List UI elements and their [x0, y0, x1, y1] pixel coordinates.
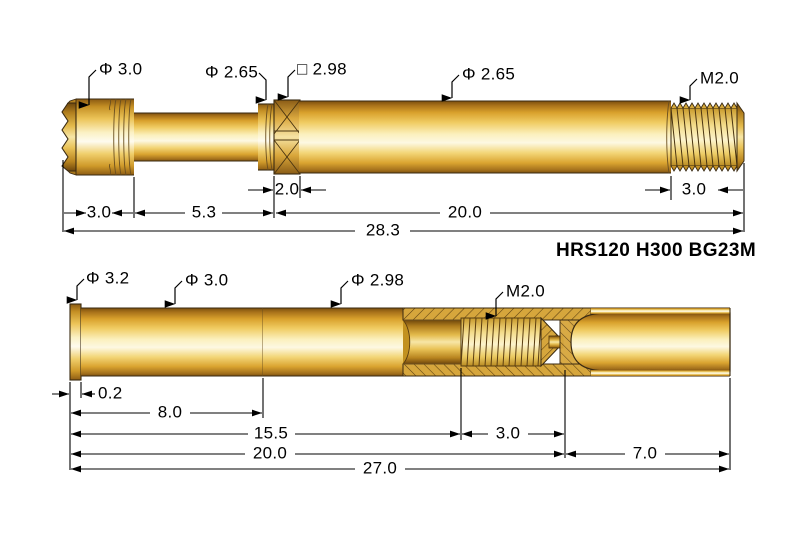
upper-callout-phi265-left: Φ 2.65: [205, 62, 267, 104]
callout-label: M2.0: [700, 68, 739, 87]
plunger-square-knurl: [273, 99, 301, 175]
receptacle-barrel-section-2: [263, 307, 403, 377]
lower-callout-phi30: Φ 3.0: [164, 270, 228, 308]
lower-dim-3-0[interactable]: 3.0: [461, 423, 565, 442]
lower-dim-7-0[interactable]: 7.0: [565, 443, 730, 462]
dim-value: 15.5: [254, 423, 288, 442]
receptacle-barrel-section-1: [81, 307, 264, 377]
plunger-body: [299, 100, 671, 174]
dim-value: 28.3: [366, 220, 400, 239]
plunger-head: [76, 98, 134, 176]
upper-dim-20-0[interactable]: 20.0: [275, 202, 744, 221]
callout-label: Φ 3.2: [86, 268, 129, 287]
dim-value: 20.0: [253, 443, 287, 462]
dim-value: 3.0: [87, 202, 112, 221]
dim-value: 8.0: [158, 402, 183, 421]
lower-extension-lines: [69, 368, 731, 470]
dim-value: 7.0: [633, 443, 658, 462]
lower-dim-15-5[interactable]: 15.5: [70, 423, 461, 442]
lower-dim-0-2[interactable]: 0.2: [52, 383, 123, 402]
callout-label: Φ 3.0: [99, 59, 142, 78]
plunger-crown-tip: [61, 98, 77, 176]
dim-value: 3.0: [682, 179, 707, 198]
lower-dim-8-0[interactable]: 8.0: [70, 402, 263, 421]
callout-label: Φ 2.65: [462, 64, 515, 83]
receptacle-end-flange: [69, 303, 82, 381]
plunger-mid-shaft: [130, 112, 260, 162]
callout-label: Φ 3.0: [185, 270, 228, 289]
upper-dim-2-0[interactable]: 2.0: [248, 179, 326, 198]
callout-label: Φ 2.65: [205, 62, 258, 81]
upper-callout-phi265-right: Φ 2.65: [441, 64, 515, 102]
upper-callout-square298: □ 2.98: [277, 59, 347, 101]
receptacle-cutaway-section: [402, 307, 592, 377]
upper-callout-phi30: Φ 3.0: [78, 59, 142, 109]
dim-value: 0.2: [98, 383, 123, 402]
dim-value: 20.0: [448, 202, 482, 221]
lower-dim-20-0[interactable]: 20.0: [70, 443, 565, 462]
lower-view-receptacle: Φ 3.2 Φ 3.0 Φ 2.98 M2.0 0.2: [52, 268, 731, 477]
callout-label: □ 2.98: [297, 59, 347, 78]
dim-value: 5.3: [192, 202, 217, 221]
part-number-label: HRS120 H300 BG23M: [556, 240, 756, 261]
dim-value: 2.0: [275, 179, 300, 198]
upper-dim-28-3-overall[interactable]: 28.3: [63, 220, 744, 239]
lower-callout-phi32: Φ 3.2: [66, 268, 129, 304]
receptacle-barrel-section-3: [590, 307, 731, 377]
upper-dim-3-0-tip[interactable]: 3.0: [64, 202, 133, 221]
callout-label: Φ 2.98: [351, 270, 404, 289]
upper-dim-5-3[interactable]: 5.3: [134, 202, 274, 221]
dim-value: 27.0: [363, 458, 397, 477]
upper-dim-3-0-thread[interactable]: 3.0: [645, 179, 743, 198]
upper-extension-lines: [62, 160, 745, 232]
plunger-thread-end: [670, 101, 745, 173]
upper-view-plunger: Φ 3.0 Φ 2.65 □ 2.98 Φ 2.65 M2.0: [61, 59, 756, 261]
receptacle-internal-thread: [460, 317, 542, 367]
plunger-collar: [258, 103, 274, 171]
dim-value: 3.0: [496, 423, 521, 442]
lower-callout-phi298: Φ 2.98: [330, 270, 404, 308]
lower-callout-m20: M2.0: [485, 281, 545, 320]
lower-dim-27-0-overall[interactable]: 27.0: [70, 458, 730, 477]
upper-callout-m20: M2.0: [679, 68, 739, 104]
callout-label: M2.0: [506, 281, 545, 300]
